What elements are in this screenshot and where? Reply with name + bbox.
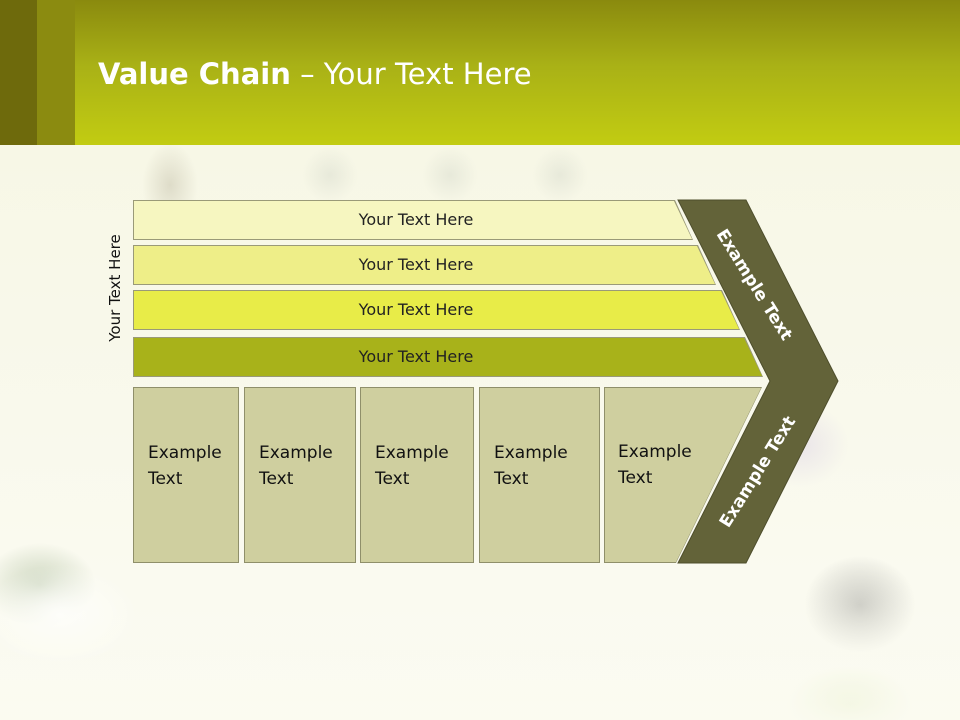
bar-1-label: Your Text Here (358, 210, 474, 229)
bar-fill (134, 246, 715, 284)
box-1-line-2: Text (148, 469, 183, 489)
reflection-chevron (0, 563, 960, 703)
bar-4-label: Your Text Here (358, 347, 474, 366)
box-2-line-2: Text (259, 469, 294, 489)
box-3-line-2: Text (375, 469, 410, 489)
box-2-line-1: Example (259, 443, 333, 463)
bar-fill (134, 338, 762, 376)
bar-3-label: Your Text Here (358, 300, 474, 319)
box-3-line-1: Example (375, 443, 449, 463)
header-band: Value Chain – Your Text Here (0, 0, 960, 145)
bar-3[interactable]: Your Text Here (133, 290, 740, 330)
bar-2-label: Your Text Here (358, 255, 474, 274)
box-5-line-2: Text (618, 468, 653, 488)
slide-title[interactable]: Value Chain – Your Text Here (98, 54, 532, 94)
box-4-line-2: Text (494, 469, 529, 489)
header-stripe (37, 0, 75, 145)
side-label[interactable]: Your Text Here (106, 234, 124, 342)
bar-4[interactable]: Your Text Here (133, 337, 763, 377)
background-fade (0, 560, 960, 720)
bar-fill (134, 201, 692, 239)
box-4-line-1: Example (494, 443, 568, 463)
box-1-line-1: Example (148, 443, 222, 463)
box-5-line-1: Example (618, 442, 692, 462)
bar-2[interactable]: Your Text Here (133, 245, 716, 285)
bar-1[interactable]: Your Text Here (133, 200, 693, 240)
title-bold: Value Chain (98, 57, 291, 91)
title-rest: – Your Text Here (290, 57, 532, 91)
header-stripe (0, 0, 37, 145)
bar-fill (134, 291, 739, 329)
